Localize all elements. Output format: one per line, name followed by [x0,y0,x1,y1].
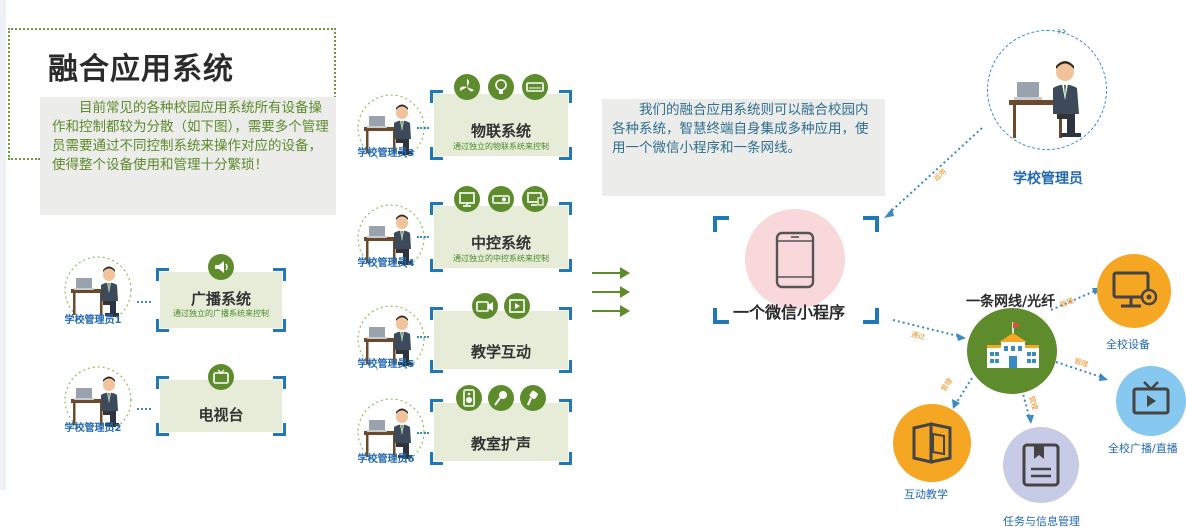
school-admin-circle [987,30,1107,150]
title-frame-bottom [8,158,40,160]
loudspeaker-icon [208,254,234,280]
teaching-interaction-box: 教学互动 [430,293,572,373]
tv-icon [208,364,234,390]
title-frame [8,28,336,162]
admin-3-label: 学校管理员3 [357,148,415,159]
broadcast-system-name: 广播系统 [190,290,251,308]
tv-station-box: 电视台 [156,364,286,436]
tv-play-icon [1132,381,1170,415]
miniprogram-frame [713,216,879,324]
task-info-circle [1003,427,1079,503]
document-icon [1022,443,1060,487]
all-devices-label: 全校设备 [1106,338,1150,351]
left-description: 目前常见的各种校园应用系统所有设备操作和控制都较为分散（如下图），需要多个管理员… [40,97,336,215]
connector [417,336,429,338]
admin-2-label: 学校管理员2 [64,423,122,434]
computer-icon [522,186,548,212]
speaker-icon [456,385,482,411]
left-edge-bar [0,0,6,490]
circle-arrow-icon: ›› [1057,24,1067,38]
video-play-icon [504,293,530,319]
handheld-mic-icon [520,385,546,411]
connector [417,432,429,434]
phone-circle [745,209,845,309]
broadcast-system-sub: 通过独立的广播系统来控制 [173,309,269,318]
classroom-amplify-name: 教室扩声 [470,435,531,453]
monitor-gear-icon [1112,271,1158,308]
right-description: 我们的融合应用系统则可以融合校园内各种系统，智慧终端自身集成多种应用，使用一个微… [602,99,885,196]
lightbulb-icon [488,74,514,100]
school-building-icon [987,322,1039,368]
iot-system-box: 物联系统 通过独立的物联系统来控制 [430,74,572,160]
iot-system-name: 物联系统 [470,122,531,140]
admin-5-label: 学校管理员5 [357,359,415,370]
all-devices-circle [1097,254,1171,328]
page-title: 融合应用系统 [48,52,234,87]
monitor-icon [454,186,480,212]
connector [417,236,429,238]
classroom-amplify-box: 教室扩声 [430,385,572,465]
microphone-icon [488,385,514,411]
school-admin-label: 学校管理员 [1013,171,1083,187]
central-control-sub: 通过独立的中控系统来控制 [453,254,549,263]
interactive-teaching-label: 互动教学 [904,488,948,501]
flow-arrows [592,267,630,317]
central-control-name: 中控系统 [470,234,531,252]
teaching-interaction-name: 教学互动 [470,343,531,361]
broadcast-live-label: 全校广播/直播 [1108,442,1178,455]
broadcast-system-box: 广播系统 通过独立的广播系统来控制 [156,254,286,332]
iot-system-sub: 通过独立的物联系统来控制 [453,142,549,151]
admin-6-label: 学校管理员6 [357,454,415,465]
connector [137,301,151,303]
fan-icon [454,74,480,100]
connector [417,127,429,129]
connector [137,408,151,410]
admin-4-label: 学校管理员4 [357,258,415,269]
admin-1-label: 学校管理员1 [64,315,122,326]
network-label: 一条网线/光纤 [966,294,1056,310]
air-conditioner-icon [522,74,548,100]
tv-station-name: 电视台 [198,406,244,424]
book-open-icon [912,422,952,464]
school-admin-figure [1009,61,1081,138]
camera-icon [472,293,498,319]
central-control-box: 中控系统 通过独立的中控系统来控制 [430,186,572,272]
projector-icon [488,186,514,212]
title-frame-left [8,28,10,160]
task-info-label: 任务与信息管理 [1003,515,1080,528]
miniprogram-label: 一个微信小程序 [733,303,846,322]
smartphone-icon [775,231,815,289]
